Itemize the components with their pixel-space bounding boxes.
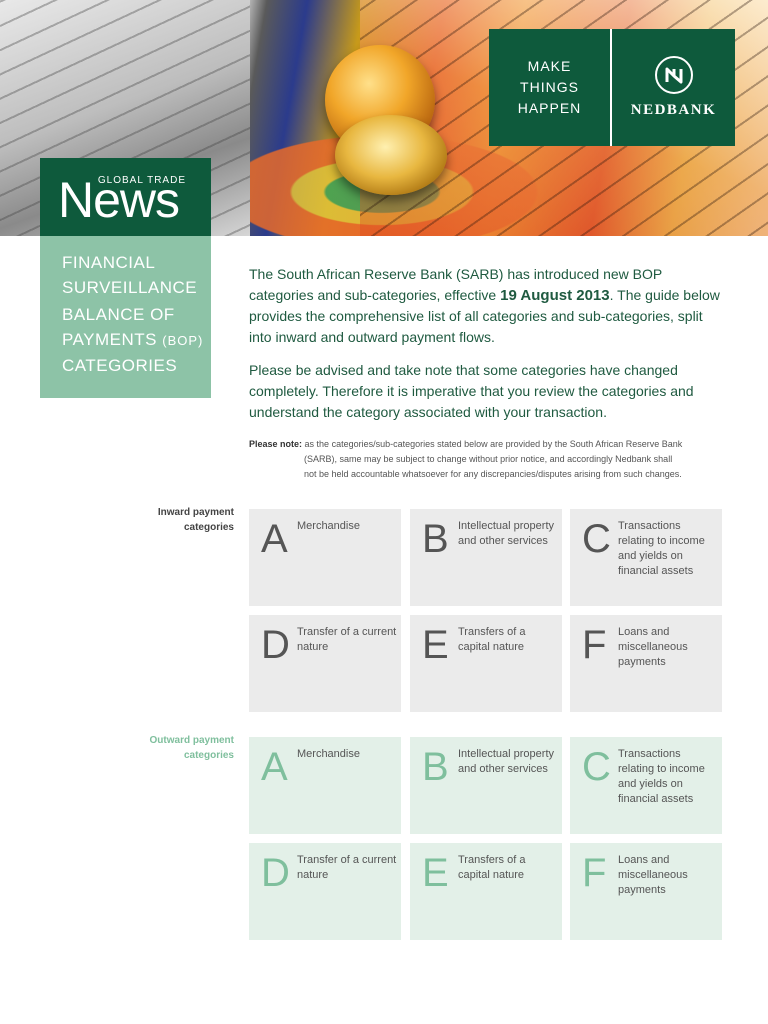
category-letter: C xyxy=(582,517,611,561)
category-description: Merchandise xyxy=(297,520,360,532)
category-description: Transactions relating to income and yiel… xyxy=(618,748,705,805)
title-line: BALANCE OF xyxy=(62,305,175,324)
category-tile: F Loans and miscellaneous payments xyxy=(570,615,722,712)
outward-categories-label: Outward payment categories xyxy=(120,733,234,763)
category-description: Merchandise xyxy=(297,748,360,760)
brand-tagline: MAKE THINGS HAPPEN xyxy=(489,29,612,146)
title-line: CATEGORIES xyxy=(62,356,178,375)
category-tile: D Transfer of a current nature xyxy=(249,615,401,712)
title-line: PAYMENTS (BOP) xyxy=(62,327,211,353)
category-description: Transfer of a current nature xyxy=(297,626,397,653)
category-tile: E Transfers of a capital nature xyxy=(410,615,562,712)
masthead-title: News xyxy=(58,172,180,228)
gold-coin-image xyxy=(335,115,447,195)
title-line: SURVEILLANCE xyxy=(62,278,198,297)
category-letter: F xyxy=(582,851,607,895)
tagline-line: THINGS xyxy=(520,79,579,95)
label-line: Outward payment xyxy=(149,735,234,746)
category-letter: D xyxy=(261,623,290,667)
intro-text-run: . The guide below provides the comprehen… xyxy=(249,287,720,345)
note-text: as the categories/sub-categories stated … xyxy=(304,439,683,449)
title-bop: (BOP) xyxy=(162,333,204,348)
tagline-line: HAPPEN xyxy=(517,100,582,116)
tagline-line: MAKE xyxy=(527,58,572,74)
nedbank-logo: NEDBANK xyxy=(612,29,735,146)
nedbank-brand-box: MAKE THINGS HAPPEN NEDBANK xyxy=(489,29,735,146)
inward-categories-label: Inward payment categories xyxy=(120,505,234,535)
nedbank-logo-text: NEDBANK xyxy=(630,102,717,118)
disclaimer-note: Please note: as the categories/sub-categ… xyxy=(249,437,729,482)
category-letter: B xyxy=(422,745,449,789)
category-tile: F Loans and miscellaneous payments xyxy=(570,843,722,940)
effective-date: 19 August 2013 xyxy=(500,287,610,304)
title-line: FINANCIAL xyxy=(62,253,156,272)
category-letter: C xyxy=(582,745,611,789)
intro-text-run: The South African Reserve Bank (SARB) ha… xyxy=(249,266,662,303)
category-description: Intellectual property and other services xyxy=(458,748,554,775)
intro-text: The South African Reserve Bank (SARB) ha… xyxy=(249,264,729,435)
note-line: Please note: as the categories/sub-categ… xyxy=(249,437,729,452)
category-letter: E xyxy=(422,851,449,895)
label-line: categories xyxy=(183,750,234,761)
masthead-subtitle: GLOBAL TRADE xyxy=(97,175,186,186)
category-description: Loans and miscellaneous payments xyxy=(618,626,688,668)
intro-paragraph: Please be advised and take note that som… xyxy=(249,362,694,420)
category-tile: E Transfers of a capital nature xyxy=(410,843,562,940)
category-description: Transfers of a capital nature xyxy=(458,626,526,653)
category-letter: E xyxy=(422,623,449,667)
outward-category-grid: A Merchandise B Intellectual property an… xyxy=(249,737,723,940)
category-description: Transactions relating to income and yiel… xyxy=(618,520,705,577)
category-letter: F xyxy=(582,623,607,667)
category-letter: A xyxy=(261,745,288,789)
category-tile: C Transactions relating to income and yi… xyxy=(570,737,722,834)
intro-paragraph: The South African Reserve Bank (SARB) ha… xyxy=(249,264,729,348)
note-line: (SARB), same may be subject to change wi… xyxy=(304,454,673,464)
category-description: Loans and miscellaneous payments xyxy=(618,854,688,896)
note-label: Please note: xyxy=(249,439,303,449)
title-panel: FINANCIAL SURVEILLANCE BALANCE OF PAYMEN… xyxy=(40,236,211,398)
nedbank-logo-icon xyxy=(654,56,693,94)
category-letter: A xyxy=(261,517,288,561)
category-letter: D xyxy=(261,851,290,895)
category-description: Transfer of a current nature xyxy=(297,854,397,881)
category-tile: B Intellectual property and other servic… xyxy=(410,509,562,606)
note-line: not be held accountable whatsoever for a… xyxy=(304,469,682,479)
title-payments: PAYMENTS xyxy=(62,330,157,349)
category-letter: B xyxy=(422,517,449,561)
news-masthead: GLOBAL TRADE News xyxy=(40,158,211,236)
inward-category-grid: A Merchandise B Intellectual property an… xyxy=(249,509,723,712)
category-tile: B Intellectual property and other servic… xyxy=(410,737,562,834)
category-description: Intellectual property and other services xyxy=(458,520,554,547)
category-description: Transfers of a capital nature xyxy=(458,854,526,881)
category-tile: A Merchandise xyxy=(249,737,401,834)
label-line: Inward payment xyxy=(157,507,234,518)
category-tile: D Transfer of a current nature xyxy=(249,843,401,940)
category-tile: A Merchandise xyxy=(249,509,401,606)
category-tile: C Transactions relating to income and yi… xyxy=(570,509,722,606)
label-line: categories xyxy=(183,522,234,533)
